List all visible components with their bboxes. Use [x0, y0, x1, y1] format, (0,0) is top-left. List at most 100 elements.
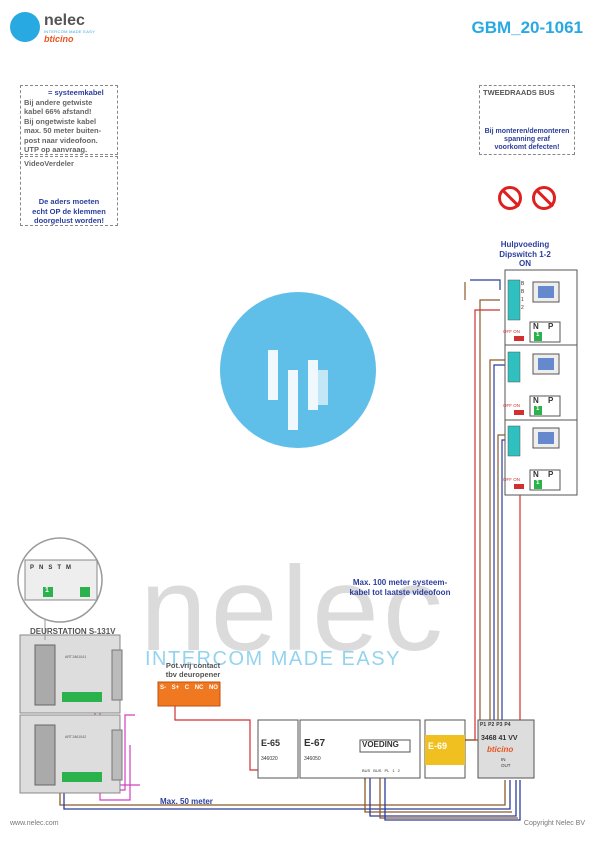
cable-note-line: post naar videofoon.	[24, 135, 98, 145]
np-value: 1	[536, 406, 540, 412]
dip-magnifier	[17, 537, 103, 640]
e67-label: VOEDING	[362, 740, 399, 749]
dip-label: T	[57, 565, 62, 571]
e69-name: E-69	[428, 741, 448, 751]
videoverdeler-line: echt OP de klemmen	[32, 206, 106, 216]
potvrij-terminal: NC	[194, 685, 204, 691]
device-e67	[299, 719, 421, 779]
deurstation-title: DEURSTATION S-131V	[30, 627, 116, 636]
np-label-p: P	[548, 396, 554, 405]
wire-bottom-runs	[59, 770, 521, 821]
document-code: GBM_20-1061	[471, 18, 583, 37]
brand-sub: bticino	[44, 34, 74, 44]
cable-note-line: UTP op aanvraag.	[24, 145, 88, 154]
wire-e69	[455, 299, 500, 741]
watermark-bars	[268, 350, 328, 430]
dip-label: N	[39, 565, 44, 571]
potvrij-line: tbv deuropener	[165, 670, 221, 679]
np-value: 1	[536, 480, 540, 486]
device-e65	[257, 719, 299, 779]
offon-label: OFF ON	[503, 403, 520, 408]
potvrij-terminal: C	[184, 685, 190, 691]
footer-copyright: Copyright Nelec BV	[523, 820, 585, 827]
watermark-tagline: INTERCOM MADE EASY	[145, 648, 401, 670]
cable-note-header: = systeemkabel	[48, 88, 104, 97]
bus-warning-title: TWEEDRAADS BUS	[483, 88, 555, 97]
no-plug-icon	[498, 186, 522, 210]
np-label-n: N	[533, 396, 539, 405]
vv-port: P3	[496, 722, 503, 728]
e67-terminal: PL	[384, 768, 390, 773]
e67-terminal: BUS	[373, 768, 382, 773]
vv-in: IN	[501, 757, 506, 762]
vv-brand: bticino	[487, 745, 514, 754]
vv-ports: P1 P2 P3 P4	[480, 722, 511, 728]
dip-label: S	[48, 565, 53, 571]
np-label-p: P	[548, 470, 554, 479]
e67-name: E-67	[304, 738, 326, 749]
e65-code: 346020	[261, 756, 278, 762]
hulpvoeding-line: Dipswitch 1-2	[499, 249, 551, 259]
bus-warning-line: voorkomt defecten!	[494, 144, 560, 151]
potvrij-terminals: S- S+ C NC NO	[160, 685, 218, 691]
potvrij-terminal: S+	[171, 685, 180, 691]
no-voltage-icon	[532, 186, 556, 210]
cable-note-line: Bij ongetwiste kabel	[24, 116, 97, 126]
dip-label: M	[66, 565, 72, 571]
e67-terminal: BUS	[362, 768, 371, 773]
cable-note-line: Bij andere getwiste	[24, 97, 93, 107]
max50-label: Max. 50 meter	[160, 797, 213, 806]
deurstation-art1: ART.3461041	[65, 655, 87, 659]
pot-vrij-block	[157, 681, 221, 707]
device-vv	[477, 719, 535, 779]
device-e69	[424, 719, 466, 779]
terminal-label: B	[521, 281, 525, 287]
nelec-logo[interactable]: nelec INTERCOM MADE EASY bticino	[10, 10, 100, 44]
videoverdeler-line: De aders moeten	[38, 197, 100, 206]
vv-in-out: IN OUT	[501, 757, 511, 769]
np-label-p: P	[548, 322, 554, 331]
terminal-label: 1	[521, 297, 524, 303]
e67-terminal: 2	[397, 768, 400, 773]
dip-label: P	[30, 565, 35, 571]
monitor-stack	[504, 269, 578, 496]
terminal-label: B	[521, 289, 525, 295]
wire-vv-monitors	[464, 279, 521, 720]
brand-name: nelec	[44, 12, 85, 29]
hulpvoeding-label: Hulpvoeding Dipswitch 1-2 ON	[470, 240, 580, 269]
bus-warning-line: Bij monteren/demonteren	[484, 128, 570, 135]
deurstation-art2: ART.3461042	[65, 735, 87, 739]
max100-label: Max. 100 meter systeem- kabel tot laatst…	[330, 578, 470, 597]
hulpvoeding-line: ON	[519, 259, 531, 268]
videoverdeler-note: VideoVerdeler De aders moeten echt OP de…	[20, 156, 118, 226]
e67-terminal: 1	[392, 768, 395, 773]
e67-code: 346050	[304, 756, 321, 762]
e65-name: E-65	[261, 738, 281, 748]
cable-note: = systeemkabel Bij andere getwiste kabel…	[20, 85, 118, 155]
cable-note-line: max. 50 meter buiten-	[24, 126, 102, 135]
offon-label: OFF ON	[503, 329, 520, 334]
np-label-n: N	[533, 470, 539, 479]
brand-tagline: INTERCOM MADE EASY	[44, 29, 96, 34]
max100-line: kabel tot laatste videofoon	[349, 587, 451, 597]
door-stations	[19, 634, 123, 794]
np-label-n: N	[533, 322, 539, 331]
vv-port: P4	[504, 722, 511, 728]
potvrij-line: Pot.vrij contact	[165, 661, 221, 670]
bus-warning-note: TWEEDRAADS BUS Bij monteren/demonteren s…	[479, 85, 575, 210]
potvrij-label: Pot.vrij contact tbv deuropener	[158, 661, 228, 679]
e67-terminals: BUS BUS PL 1 2	[362, 768, 400, 773]
bus-warning-line: spanning eraf	[504, 136, 550, 143]
nelec-logo-icon	[10, 12, 40, 42]
vv-port: P2	[488, 722, 495, 728]
max100-line: Max. 100 meter systeem-	[352, 578, 448, 587]
footer-website[interactable]: www.nelec.com	[10, 820, 59, 827]
terminal-label: 2	[521, 305, 524, 311]
potvrij-terminal: S-	[160, 685, 166, 691]
cable-note-line: kabel 66% afstand!	[24, 107, 92, 116]
videoverdeler-line: doorgelust worden!	[34, 216, 104, 225]
vv-port: P1	[480, 722, 487, 728]
vv-out: OUT	[501, 763, 511, 768]
dip-value: 1	[45, 587, 49, 594]
